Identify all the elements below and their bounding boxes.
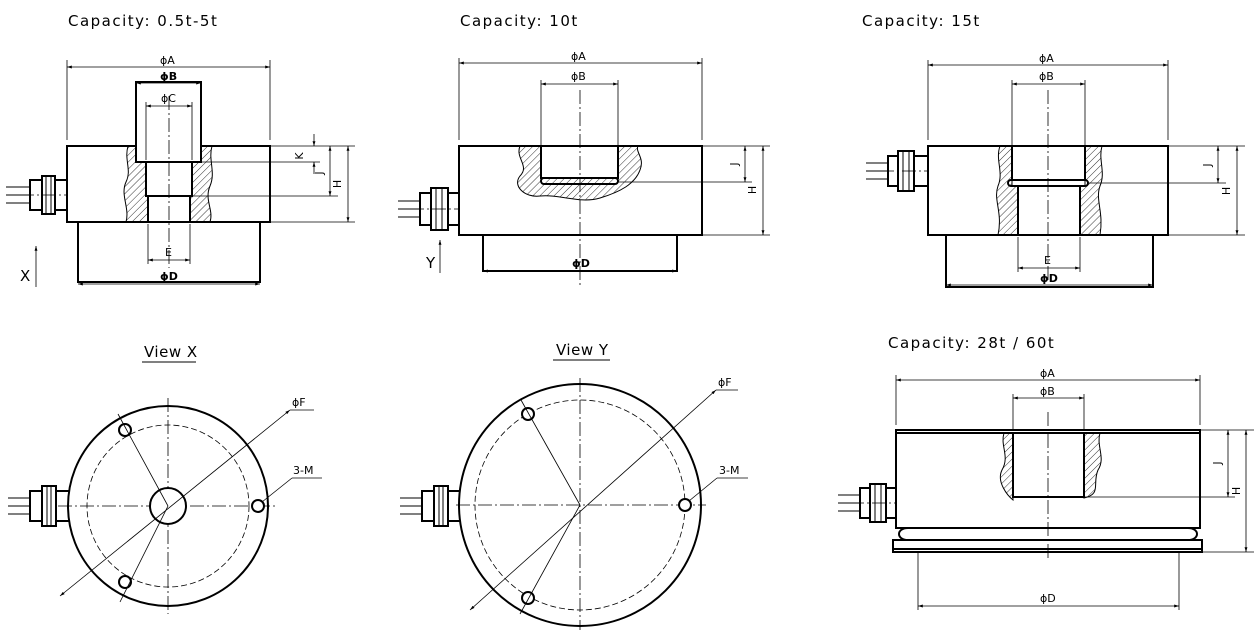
section-view-15t: ϕA ϕB E ϕD J H xyxy=(866,52,1245,288)
dim-b: ϕB xyxy=(1039,70,1054,83)
dim-f: ϕF xyxy=(718,376,732,389)
title-capacity-0-5t-5t: Capacity: 0.5t-5t xyxy=(68,12,218,30)
dim-a: ϕA xyxy=(160,54,175,67)
dim-d: ϕD xyxy=(1040,592,1056,605)
plan-view-x: View X ϕF 3-M xyxy=(8,343,322,614)
dim-k: K xyxy=(293,152,306,160)
dim-m: 3-M xyxy=(293,464,313,477)
dim-h: H xyxy=(1230,487,1243,495)
section-view-28t-60t: ϕA ϕB ϕD J H xyxy=(838,367,1254,610)
dim-a: ϕA xyxy=(571,50,586,63)
dim-d: ϕD xyxy=(160,270,178,283)
title-capacity-10t: Capacity: 10t xyxy=(460,12,579,30)
dim-j: J xyxy=(1201,163,1214,167)
dim-b: ϕB xyxy=(1040,385,1055,398)
dim-h: H xyxy=(746,186,759,194)
cable-gland xyxy=(400,485,463,527)
view-y-label: View Y xyxy=(556,341,609,359)
cable-gland xyxy=(866,150,929,192)
section-view-0-5t-5t: ϕA ϕB ϕC E ϕD K J H X xyxy=(6,54,355,287)
dim-m: 3-M xyxy=(719,464,739,477)
dim-f: ϕF xyxy=(292,396,306,409)
dim-b: ϕB xyxy=(160,70,177,83)
view-x-label: View X xyxy=(144,343,198,361)
dim-j: J xyxy=(728,162,741,166)
dim-a: ϕA xyxy=(1040,367,1055,380)
dim-e: E xyxy=(1044,254,1051,267)
view-arrow-x: X xyxy=(20,267,31,285)
dim-j: J xyxy=(313,171,326,175)
dim-b: ϕB xyxy=(571,70,586,83)
dim-a: ϕA xyxy=(1039,52,1054,65)
view-arrow-y: Y xyxy=(425,254,436,272)
cable-gland xyxy=(6,175,68,215)
cable-gland xyxy=(398,187,460,231)
title-capacity-28t-60t: Capacity: 28t / 60t xyxy=(888,334,1055,352)
dim-d: ϕD xyxy=(572,257,590,270)
dim-c: ϕC xyxy=(161,92,176,105)
title-capacity-15t: Capacity: 15t xyxy=(862,12,981,30)
dim-h: H xyxy=(331,180,344,188)
load-cell-base xyxy=(892,539,1203,553)
section-view-10t: ϕA ϕB ϕD J H Y xyxy=(398,50,770,285)
dim-d: ϕD xyxy=(1040,272,1058,285)
dim-h: H xyxy=(1220,187,1233,195)
cable-gland xyxy=(838,483,897,523)
plan-view-y: View Y ϕF 3-M xyxy=(400,341,748,630)
dim-j: J xyxy=(1211,461,1224,465)
dim-e: E xyxy=(165,246,172,259)
load-cell-base xyxy=(945,234,1154,288)
